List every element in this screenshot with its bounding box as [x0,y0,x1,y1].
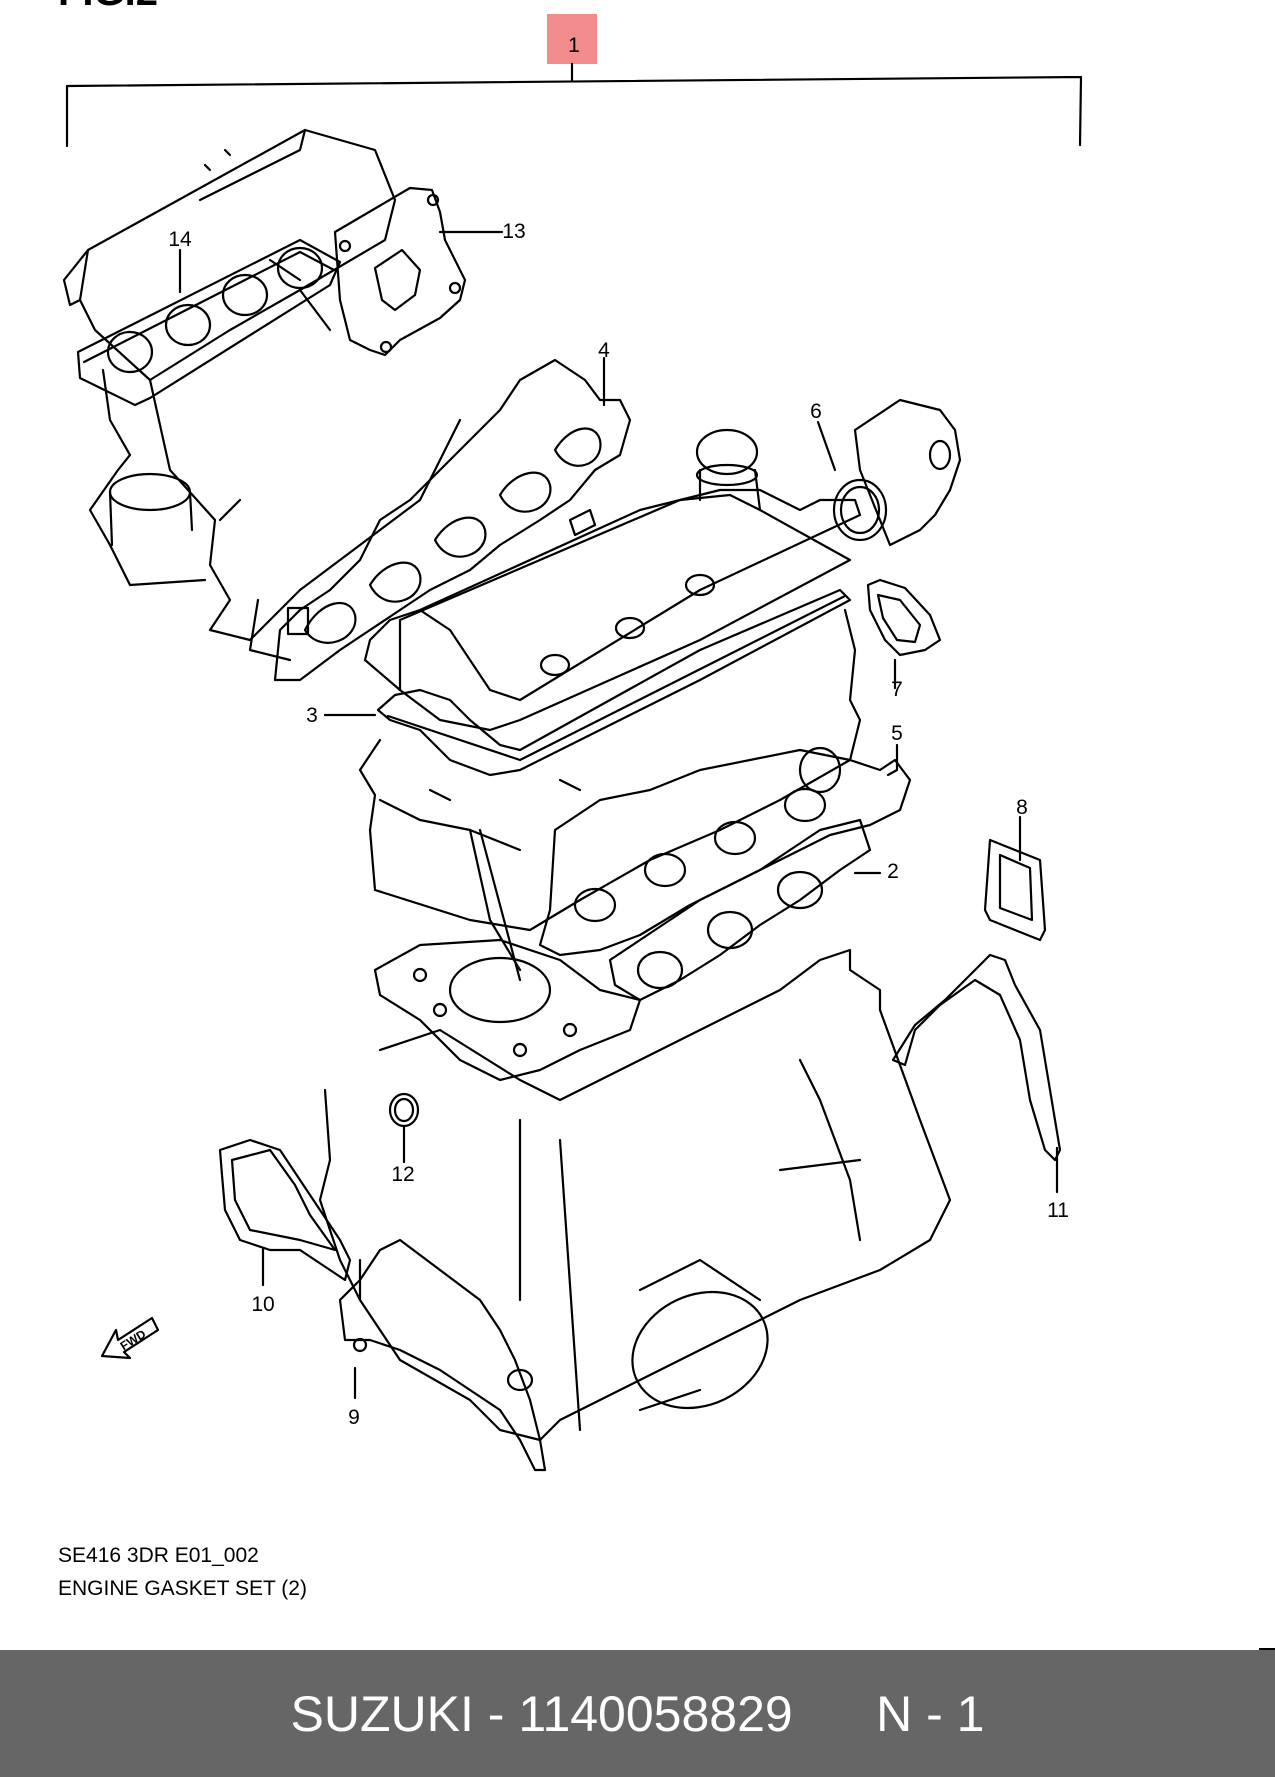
set-bracket [65,62,1083,148]
callout-1[interactable]: 1 [568,34,580,57]
gasket-8 [983,838,1047,942]
callout-3[interactable]: 3 [306,704,318,727]
cylinder-head-cover [363,428,862,732]
gasket-4 [218,358,632,682]
thermostat-housing [832,398,962,547]
footer-bar: SUZUKI - 1140058829 N - 1 [0,1650,1275,1777]
gasket-11 [891,953,1062,1162]
callout-9[interactable]: 9 [348,1406,360,1429]
figure-label: FIG.2 [58,0,158,12]
intake-manifold [62,128,462,642]
engine-gasket-diagram: 1 2 3 4 5 6 7 8 9 10 11 12 13 14 FWD [62,14,1083,1472]
caption-title: ENGINE GASKET SET (2) [58,1577,307,1600]
callout-10[interactable]: 10 [251,1293,274,1316]
fwd-arrow [100,1316,160,1360]
o-ring-12 [388,1092,420,1128]
callout-12[interactable]: 12 [391,1163,414,1186]
callout-13[interactable]: 13 [502,220,525,243]
footer-separator: - [473,1685,519,1742]
callout-14[interactable]: 14 [168,228,192,251]
callout-6[interactable]: 6 [810,400,822,423]
gasket-14 [76,238,342,407]
footer-gap [793,1685,876,1743]
callout-4[interactable]: 4 [598,339,610,362]
footer-brand: SUZUKI [290,1685,474,1742]
callout-labels: 1 2 3 4 5 6 7 8 9 10 11 12 13 14 FWD [118,34,1069,1429]
footer-part-number: 1140058829 [518,1685,793,1742]
footer-ref: N - 1 [876,1685,985,1742]
caption-code: SE416 3DR E01_002 [58,1544,259,1567]
leader-lines [178,230,1059,1400]
callout-8[interactable]: 8 [1016,796,1028,819]
callout-7[interactable]: 7 [891,678,903,701]
gasket-10 [218,1138,352,1282]
gasket-2 [608,818,872,1002]
cylinder-head [358,608,862,972]
callout-11[interactable]: 11 [1047,1199,1069,1222]
gasket-9 [338,1238,547,1472]
edge-mark [1259,1648,1275,1651]
callout-5[interactable]: 5 [891,722,903,745]
cylinder-block [318,948,952,1442]
gasket-13 [333,186,467,357]
gasket-5 [538,748,912,957]
gasket-7 [866,578,942,657]
callout-1-highlight[interactable] [547,14,597,64]
gasket-3 [376,588,852,777]
callout-2[interactable]: 2 [887,860,899,883]
head-gasket [373,828,642,1082]
